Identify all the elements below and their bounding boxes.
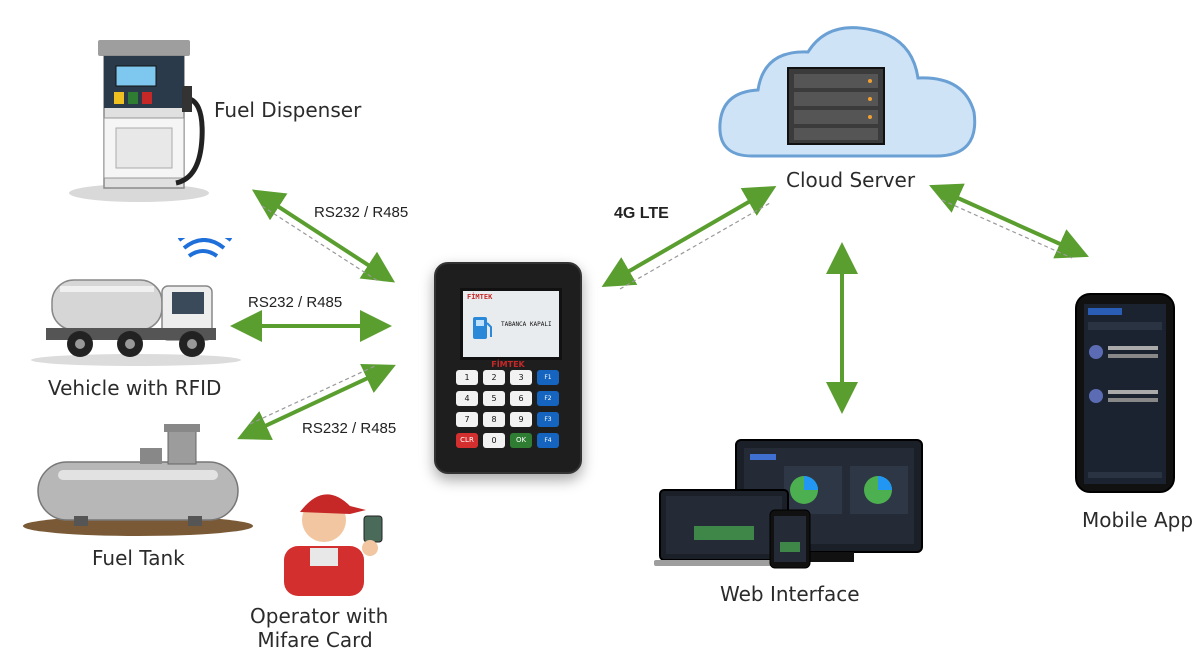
key-3[interactable]: 3 xyxy=(510,370,532,385)
link-label-tank: RS232 / R485 xyxy=(302,420,397,437)
mobile-phone-icon xyxy=(1075,293,1175,493)
key-f4[interactable]: F4 xyxy=(537,433,559,448)
key-1[interactable]: 1 xyxy=(456,370,478,385)
label-fuel-tank: Fuel Tank xyxy=(92,546,185,570)
arrow-tank-terminal xyxy=(237,363,396,441)
terminal-brand: FİMTEK xyxy=(491,360,525,369)
label-operator-line2: Mifare Card xyxy=(257,628,373,652)
label-web-interface: Web Interface xyxy=(720,582,860,606)
key-5[interactable]: 5 xyxy=(483,391,505,406)
link-label-vehicle: RS232 / R485 xyxy=(248,294,343,311)
key-f2[interactable]: F2 xyxy=(537,391,559,406)
fuel-tank-icon xyxy=(23,424,253,536)
key-9[interactable]: 9 xyxy=(510,412,532,427)
label-operator-line1: Operator with xyxy=(250,604,389,628)
key-4[interactable]: 4 xyxy=(456,391,478,406)
key-2[interactable]: 2 xyxy=(483,370,505,385)
link-label-cloud: 4G LTE xyxy=(614,205,669,222)
truck-icon xyxy=(31,238,241,366)
fuel-pump-icon xyxy=(473,317,492,339)
arrow-terminal-cloud xyxy=(601,185,777,290)
key-8[interactable]: 8 xyxy=(483,412,505,427)
key-ok[interactable]: OK xyxy=(510,433,532,448)
key-clr[interactable]: CLR xyxy=(456,433,478,448)
fuel-dispenser-icon xyxy=(69,40,209,202)
label-cloud-server: Cloud Server xyxy=(786,168,916,192)
arrow-dispenser-terminal xyxy=(251,189,396,283)
label-vehicle: Vehicle with RFID xyxy=(48,376,222,400)
arrow-cloud-mobile xyxy=(929,183,1089,259)
terminal-screen: FİMTEK TABANCA KAPALI xyxy=(460,288,562,360)
cloud-server-icon xyxy=(718,26,977,158)
web-devices-icon xyxy=(654,439,923,569)
key-6[interactable]: 6 xyxy=(510,391,532,406)
terminal-screen-brand: FİMTEK xyxy=(467,293,493,301)
fuel-terminal-device: FİMTEK TABANCA KAPALI FİMTEK 1 2 3 F1 4 … xyxy=(434,262,582,474)
label-operator: Operator with Mifare Card xyxy=(250,604,389,652)
terminal-keypad: 1 2 3 F1 4 5 6 F2 7 8 9 F3 CLR 0 OK F4 xyxy=(456,370,576,448)
label-fuel-dispenser: Fuel Dispenser xyxy=(214,98,362,122)
key-0[interactable]: 0 xyxy=(483,433,505,448)
key-f1[interactable]: F1 xyxy=(537,370,559,385)
link-label-dispenser: RS232 / R485 xyxy=(314,204,409,221)
label-mobile-app: Mobile App xyxy=(1082,508,1194,532)
operator-icon xyxy=(284,494,383,596)
key-7[interactable]: 7 xyxy=(456,412,478,427)
terminal-screen-message: TABANCA KAPALI xyxy=(501,321,552,328)
key-f3[interactable]: F3 xyxy=(537,412,559,427)
